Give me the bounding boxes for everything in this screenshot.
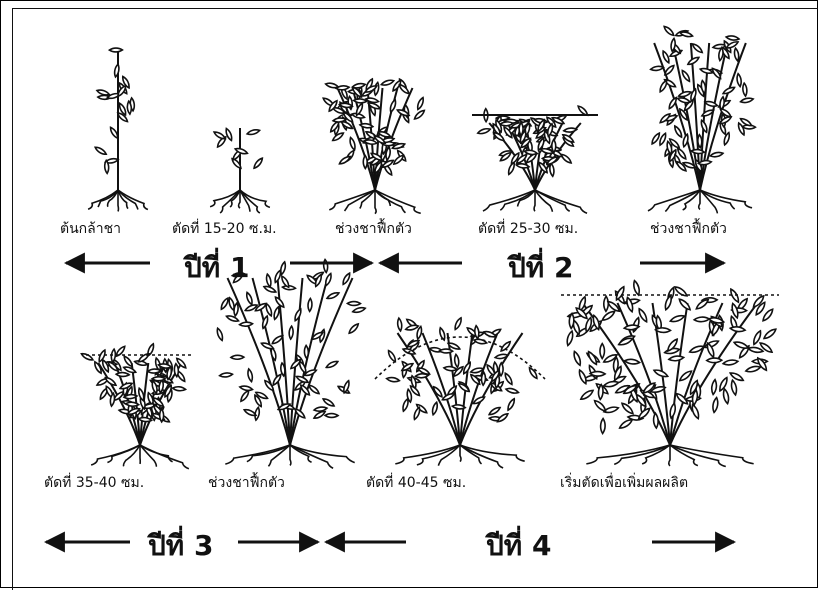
plant-cut-35-40	[81, 343, 194, 469]
stage-label-recovery-1: ช่วงชาฟื้กตัว	[335, 218, 412, 240]
stage-label-cut-40-45: ตัดที่ 40-45 ซม.	[366, 472, 466, 494]
stage-label-cut-35-40: ตัดที่ 35-40 ซม.	[44, 472, 144, 494]
plant-production	[561, 280, 779, 466]
stage-label-seedling: ต้นกล้าชา	[60, 218, 121, 240]
plant-recovery-2	[648, 25, 755, 213]
plant-cut-25-30	[472, 105, 598, 214]
plant-recovery-3	[216, 259, 366, 468]
stage-label-recovery-3: ช่วงชาฟื้กตัว	[208, 472, 285, 494]
plant-seedling	[88, 48, 148, 211]
stage-label-recovery-2: ช่วงชาฟื้กตัว	[650, 218, 727, 240]
stage-label-production-pruning: เริ่มตัดเพื่อเพิ่มผลผลิต	[560, 472, 688, 494]
plant-cut-15-20	[210, 128, 270, 213]
stage-label-cut-25-30: ตัดที่ 25-30 ซม.	[478, 218, 578, 240]
plant-cut-40-45	[375, 317, 545, 468]
stage-label-cut-15-20: ตัดที่ 15-20 ซ.ม.	[172, 218, 277, 240]
year-label-4: ปีที่ 4	[486, 524, 551, 568]
plant-recovery-1	[322, 78, 426, 214]
year-label-2: ปีที่ 2	[508, 246, 573, 290]
year-label-3: ปีที่ 3	[148, 524, 213, 568]
year-label-1: ปีที่ 1	[184, 246, 249, 290]
